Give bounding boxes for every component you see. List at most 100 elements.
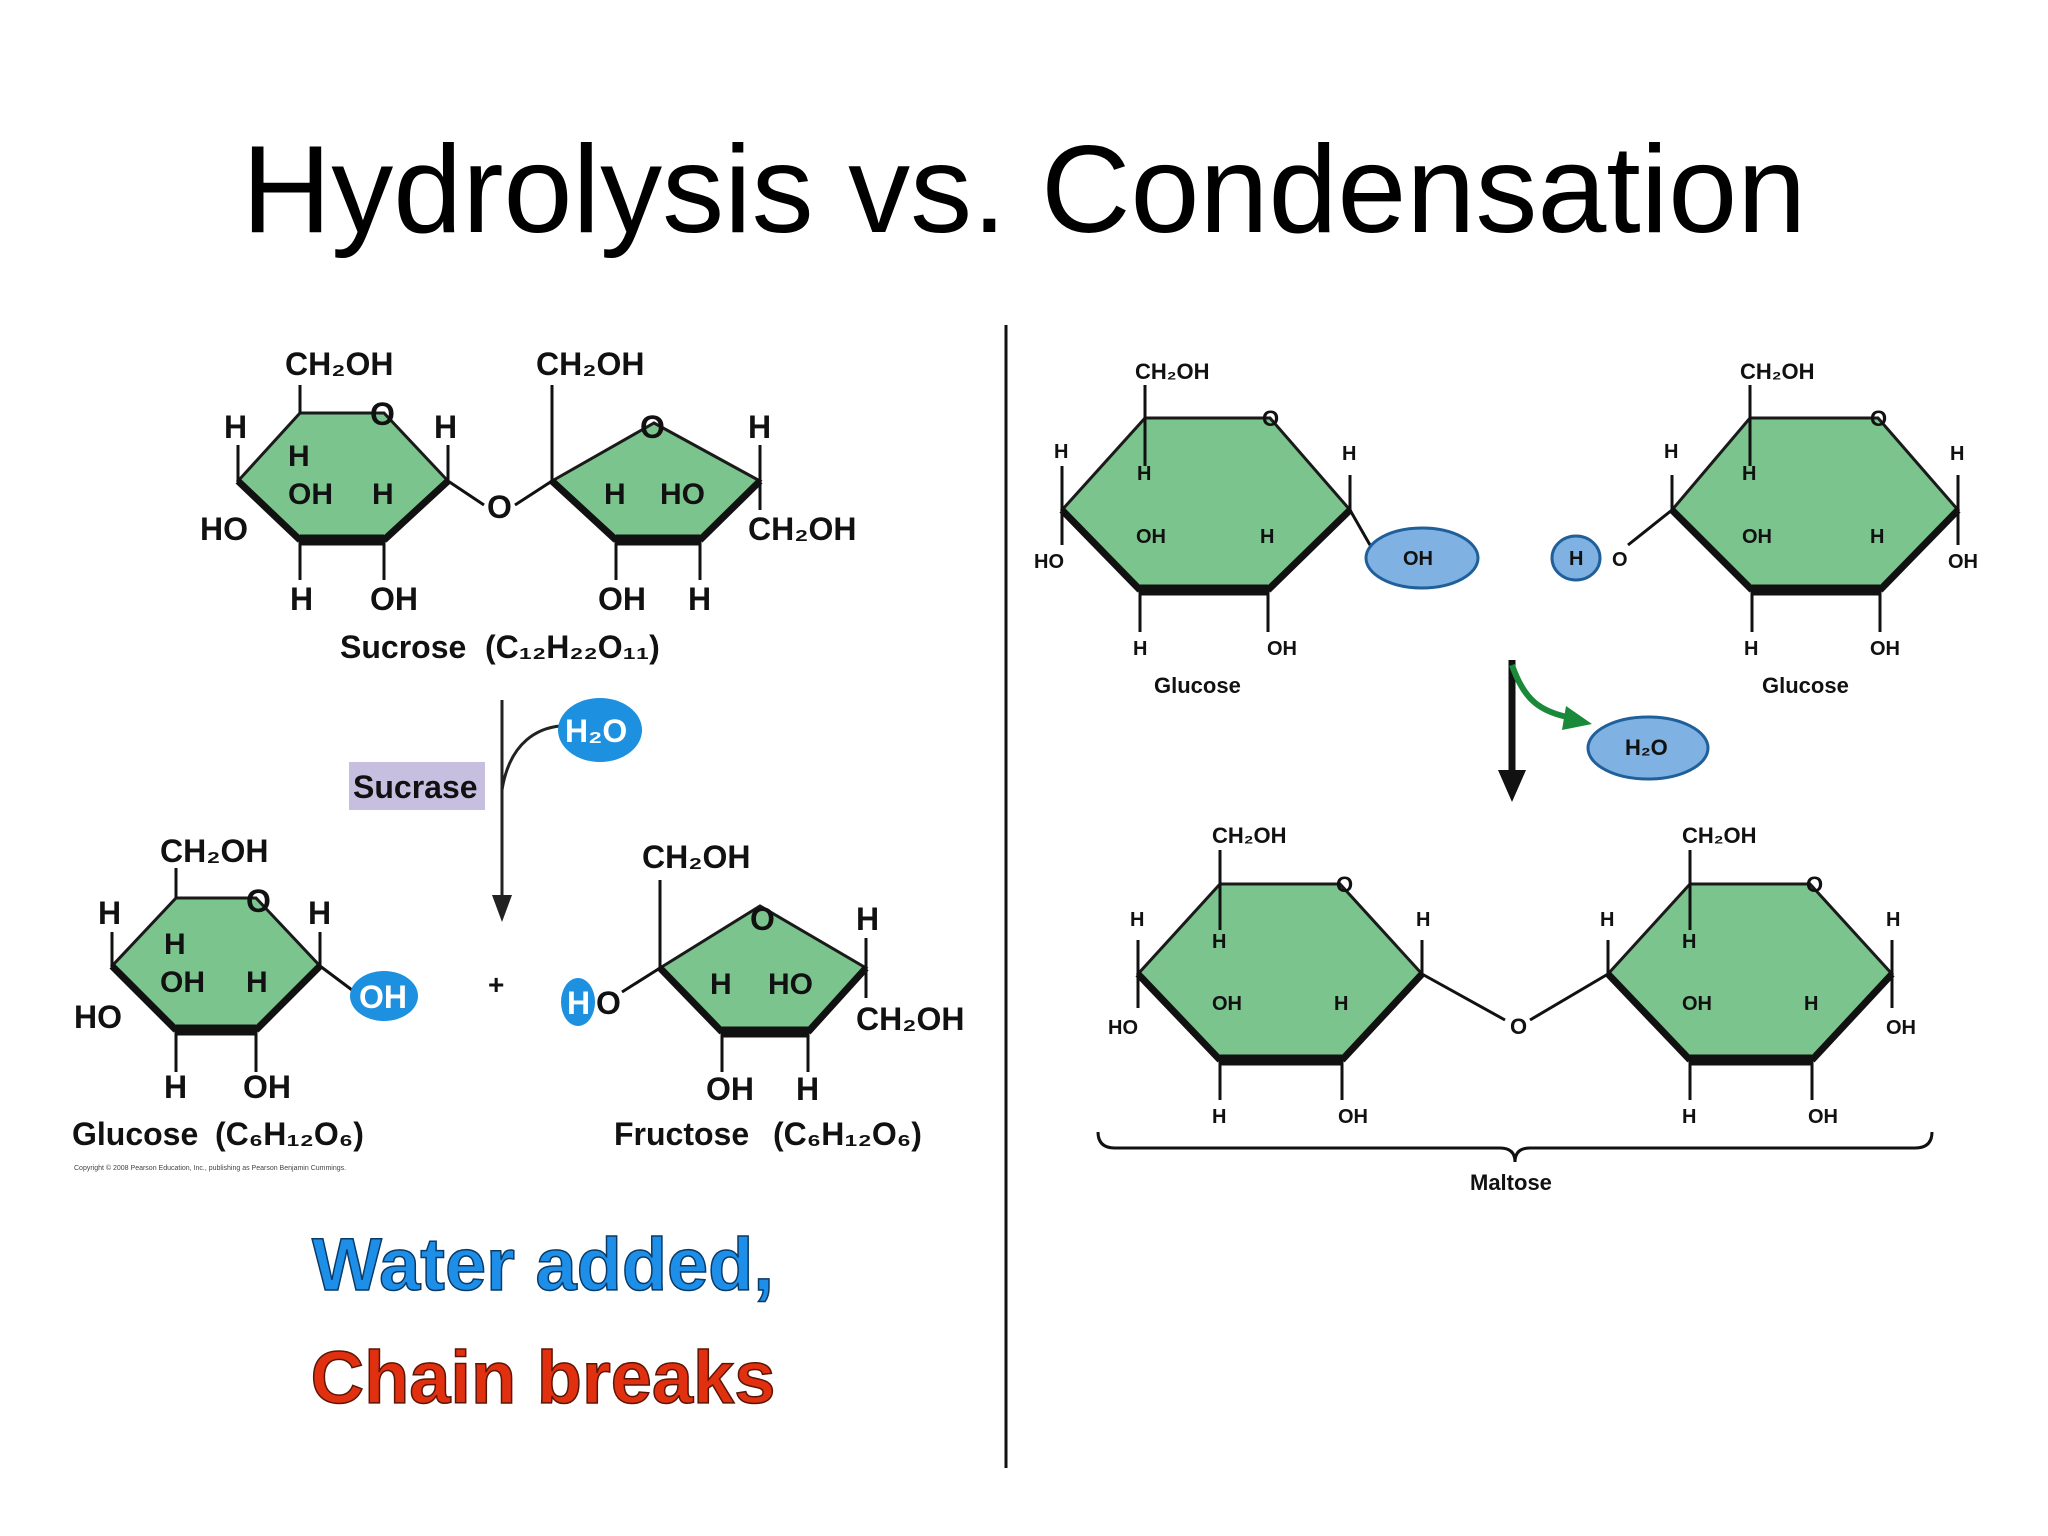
label-h: H — [688, 581, 711, 617]
label-oh: OH — [1948, 551, 1978, 573]
label-ch2oh: CH₂OH — [160, 833, 268, 869]
label-ho: HO — [1108, 1017, 1138, 1039]
water-label: H₂O — [565, 713, 627, 749]
condensation-glucose-left: CH₂OH O H H H OH H HO H OH OH Glucose — [1034, 359, 1480, 698]
label-oh: OH — [706, 1071, 754, 1107]
ring-front-edge — [549, 478, 619, 543]
label-oh: OH — [1136, 526, 1166, 548]
ring-front-edge — [253, 963, 323, 1033]
label-added-oh: OH — [359, 979, 407, 1015]
caption-chain-breaks: Chain breaks — [311, 1336, 776, 1419]
bond — [447, 479, 485, 507]
label-oh: OH — [1212, 993, 1242, 1015]
added-oh-ellipse — [350, 971, 418, 1021]
bond — [1627, 508, 1673, 547]
label-h: H — [1054, 441, 1068, 463]
maltose: CH₂OH CH₂OH O O O H H H OH H HO H OH H H… — [1096, 823, 1934, 1195]
label-ho: HO — [74, 999, 122, 1035]
label-added-h: H — [567, 985, 590, 1021]
glucose-product-ring — [109, 868, 353, 1072]
ring-hexagon — [109, 896, 323, 1032]
label-h: H — [1130, 909, 1144, 931]
water-ellipse — [558, 698, 642, 762]
slide-title: Hydrolysis vs. Condensation — [241, 121, 1807, 259]
label-oh: OH — [1267, 638, 1297, 660]
glucose-formula: (C₆H₁₂O₆) — [215, 1116, 364, 1152]
water-curve — [500, 724, 561, 791]
label-oh: OH — [160, 966, 205, 999]
label-h: H — [1682, 931, 1696, 953]
label-ring-o: O — [370, 396, 395, 432]
label-oh: OH — [243, 1069, 291, 1105]
label-oh-group: OH — [1403, 548, 1433, 570]
label-h: H — [1600, 909, 1614, 931]
label-ch2oh: CH₂OH — [285, 346, 393, 382]
enzyme-label: Sucrase — [353, 769, 478, 805]
glucose-name: Glucose — [1762, 673, 1849, 698]
bond — [514, 479, 553, 507]
label-h: H — [1804, 993, 1818, 1015]
label-oh: OH — [1338, 1106, 1368, 1128]
caption-water-added: Water added, — [312, 1223, 774, 1306]
label-h: H — [98, 895, 121, 931]
ring-front-edge — [1605, 971, 1693, 1063]
label-h: H — [224, 409, 247, 445]
ring-front-edge — [109, 963, 179, 1033]
ring-hexagon — [1605, 882, 1895, 1062]
label-h: H — [1682, 1106, 1696, 1128]
label-h: H — [1742, 463, 1756, 485]
water-ellipse — [1586, 715, 1710, 781]
green-arrow — [1509, 664, 1573, 721]
ring-front-edge — [235, 478, 303, 543]
fructose-formula: (C₆H₁₂O₆) — [773, 1116, 922, 1152]
label-ring-o: O — [246, 883, 271, 919]
maltose-brace — [1096, 1131, 1934, 1163]
label-ho: HO — [660, 478, 705, 511]
sucrose-name: Sucrose — [340, 629, 466, 665]
label-oh: OH — [1886, 1017, 1916, 1039]
oh-ellipse — [1364, 526, 1480, 590]
label-h: H — [434, 409, 457, 445]
label-ch2oh: CH₂OH — [1212, 823, 1287, 848]
label-oh: OH — [1870, 638, 1900, 660]
glycosidic-bond — [1421, 972, 1506, 1022]
copyright-note: Copyright © 2008 Pearson Education, Inc.… — [74, 1164, 346, 1172]
label-oh: OH — [1742, 526, 1772, 548]
label-ring-o: O — [1806, 872, 1823, 897]
ring-front-edge — [1059, 507, 1143, 593]
label-h: H — [164, 928, 186, 961]
label-bridge-o: O — [1510, 1014, 1527, 1039]
ring-hexagon — [1059, 416, 1353, 592]
label-ch2oh: CH₂OH — [1682, 823, 1757, 848]
water-label: H₂O — [1625, 735, 1668, 760]
sucrose-labels: CH₂OH CH₂OH O O O H H H OH H HO H OH H H… — [200, 346, 856, 665]
label-ring-o: O — [1336, 872, 1353, 897]
label-h: H — [1212, 1106, 1226, 1128]
fructose-product-ring — [621, 880, 869, 1072]
ring-hexagon — [1669, 416, 1961, 592]
label-h-group: H — [1569, 548, 1583, 570]
label-ch2oh: CH₂OH — [856, 1001, 964, 1037]
ring-front-edge — [1265, 507, 1353, 593]
label-ho: HO — [768, 968, 813, 1001]
label-ho: HO — [200, 511, 248, 547]
bond — [621, 966, 661, 994]
fructose-name: Fructose — [614, 1116, 749, 1152]
glucose-product-labels: CH₂OH O H H H OH H HO OH H OH Glucose (C… — [72, 833, 418, 1152]
sucrose-fructose-ring — [514, 385, 763, 580]
label-h: H — [288, 440, 310, 473]
label-oh: OH — [598, 581, 646, 617]
ring-front-edge — [697, 478, 763, 543]
bond — [1348, 509, 1372, 546]
h-ellipse — [1550, 534, 1602, 582]
label-oh: OH — [288, 478, 333, 511]
hydrolysis-panel: CH₂OH CH₂OH O O O H H H OH H HO H OH H H… — [72, 346, 964, 1420]
bond — [319, 964, 353, 992]
label-h: H — [748, 409, 771, 445]
label-h: H — [1886, 909, 1900, 931]
label-h: H — [1137, 463, 1151, 485]
label-oh: OH — [370, 581, 418, 617]
label-ring-o: O — [1262, 406, 1279, 431]
label-h: H — [1133, 638, 1147, 660]
